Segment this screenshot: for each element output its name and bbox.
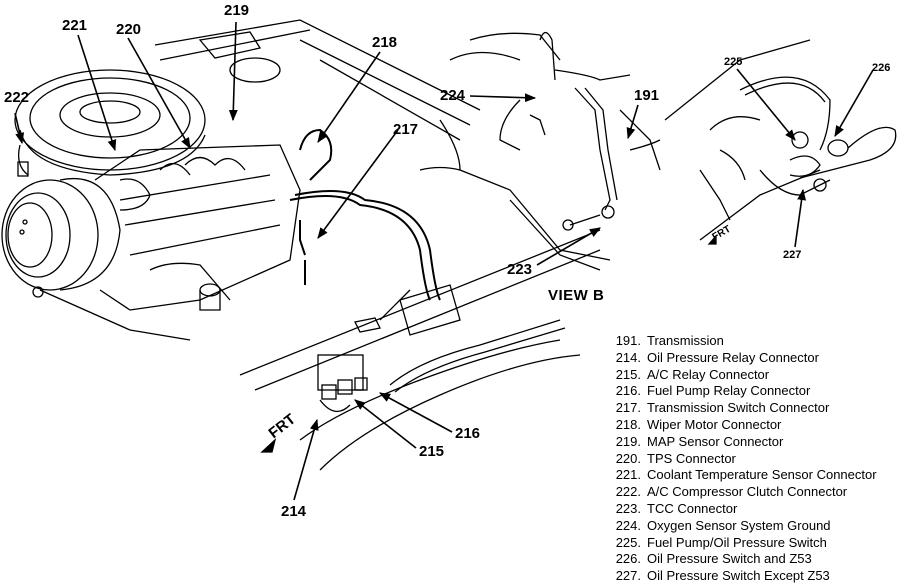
legend-number: 218.: [615, 416, 641, 432]
legend-text: Fuel Pump Relay Connector: [647, 383, 811, 399]
legend-number: 217.: [615, 400, 641, 416]
callout-221: 221: [62, 17, 88, 34]
legend-item: 224. Oxygen Sensor System Ground: [607, 518, 877, 535]
legend-item: 227. Oil Pressure Switch Except Z53: [607, 568, 877, 585]
legend-text: A/C Relay Connector: [647, 366, 770, 382]
callout-226: 226: [872, 62, 891, 74]
legend-text: Transmission Switch Connector: [647, 400, 830, 416]
legend-text: Oxygen Sensor System Ground: [647, 517, 831, 533]
legend-text: A/C Compressor Clutch Connector: [647, 484, 848, 500]
view-b-illustration: [419, 31, 661, 271]
callout-223: 223: [507, 261, 533, 278]
legend-item: 191. Transmission: [607, 333, 877, 350]
legend-number: 222.: [615, 484, 641, 500]
legend-number: 219.: [615, 433, 641, 449]
legend-text: Transmission: [647, 333, 724, 348]
legend-text: Oil Pressure Switch Except Z53: [647, 568, 830, 584]
legend-text: Fuel Pump/Oil Pressure Switch: [647, 534, 827, 550]
legend-number: 216.: [615, 383, 641, 399]
callout-216: 216: [455, 425, 481, 442]
legend-number: 225.: [615, 534, 641, 550]
frt-arrow-detail: [707, 234, 717, 245]
legend-item: 222. A/C Compressor Clutch Connector: [607, 484, 877, 501]
callout-214: 214: [281, 503, 307, 520]
callout-225: 225: [724, 56, 743, 68]
legend-number: 221.: [615, 467, 641, 483]
legend-number: 223.: [615, 500, 641, 516]
parts-legend: 191. Transmission 214. Oil Pressure Relay …: [607, 333, 877, 585]
callout-215: 215: [419, 443, 445, 460]
legend-number: 191.: [615, 333, 641, 348]
legend-number: 224.: [615, 517, 641, 533]
callout-218: 218: [372, 34, 398, 51]
cowl-outline: [154, 19, 481, 141]
legend-text: TPS Connector: [647, 450, 736, 466]
view-b-title: VIEW B: [548, 287, 605, 304]
legend-item: 226. Oil Pressure Switch and Z53: [607, 551, 877, 568]
legend-text: Coolant Temperature Sensor Connector: [647, 467, 877, 483]
legend-text: Oil Pressure Relay Connector: [647, 349, 819, 365]
legend-number: 215.: [615, 366, 641, 382]
legend-number: 226.: [615, 551, 641, 567]
legend-number: 220.: [615, 450, 641, 466]
legend-text: Oil Pressure Switch and Z53: [647, 551, 812, 567]
legend-item: 220. TPS Connector: [607, 451, 877, 468]
legend-item: 217. Transmission Switch Connector: [607, 400, 877, 417]
legend-item: 219. MAP Sensor Connector: [607, 434, 877, 451]
relay-center: [239, 229, 601, 471]
legend-text: MAP Sensor Connector: [647, 433, 784, 449]
legend-text: TCC Connector: [647, 500, 738, 516]
callout-191: 191: [634, 87, 660, 104]
legend-item: 216. Fuel Pump Relay Connector: [607, 383, 877, 400]
callout-224: 224: [440, 87, 466, 104]
legend-item: 225. Fuel Pump/Oil Pressure Switch: [607, 535, 877, 552]
callout-222: 222: [4, 89, 30, 106]
engine-block: [17, 144, 301, 341]
legend-item: 214. Oil Pressure Relay Connector: [607, 350, 877, 367]
callout-227: 227: [783, 249, 802, 261]
legend-text: Wiper Motor Connector: [647, 416, 782, 432]
callout-220: 220: [116, 21, 142, 38]
detail-view-illustration: [664, 39, 897, 241]
pulley: [1, 178, 121, 291]
legend-item: 215. A/C Relay Connector: [607, 367, 877, 384]
leader-lines: [14, 21, 874, 501]
legend-item: 223. TCC Connector: [607, 501, 877, 518]
legend-number: 214.: [615, 349, 641, 365]
frt-arrow-main: [260, 438, 277, 453]
callout-217: 217: [393, 121, 419, 138]
wiring-harness: [289, 128, 441, 301]
legend-item: 221. Coolant Temperature Sensor Connector: [607, 467, 877, 484]
legend-number: 227.: [615, 568, 641, 584]
callout-219: 219: [224, 2, 250, 19]
legend-item: 218. Wiper Motor Connector: [607, 417, 877, 434]
